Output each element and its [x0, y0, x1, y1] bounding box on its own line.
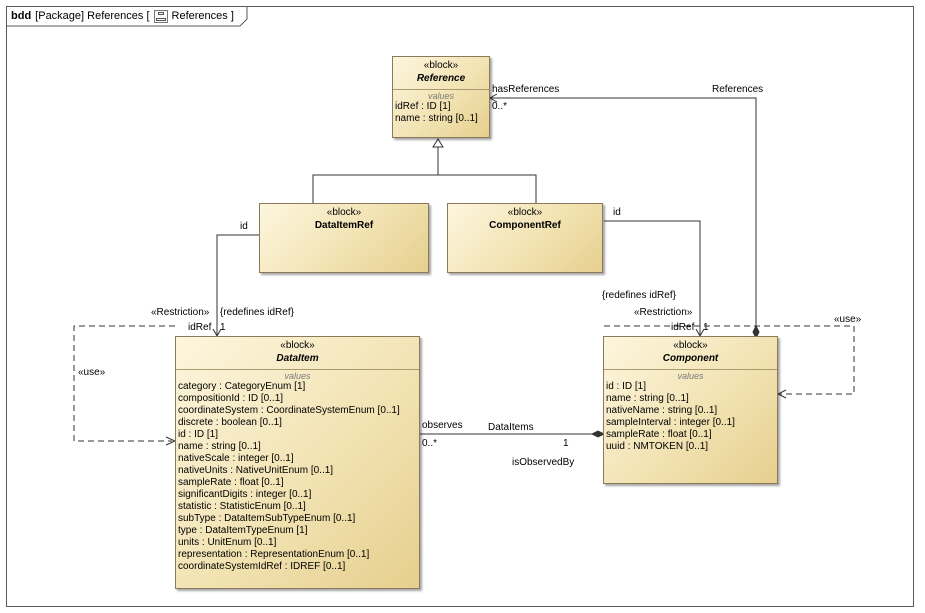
property[interactable]: sampleInterval : integer [0..1] — [606, 417, 735, 428]
property[interactable]: nativeName : string [0..1] — [606, 405, 718, 416]
property[interactable]: representation : RepresentationEnum [0..… — [178, 549, 370, 560]
block-name: ComponentRef — [489, 220, 561, 231]
block-name: Component — [662, 353, 719, 364]
property[interactable]: nativeUnits : NativeUnitEnum [0..1] — [178, 465, 334, 476]
property[interactable]: id : ID [1] — [606, 381, 647, 392]
property[interactable]: uuid : NMTOKEN [0..1] — [606, 441, 709, 452]
label-redefines-left: {redefines idRef} — [220, 307, 294, 318]
block-stereotype: «block» — [326, 207, 362, 218]
label-multiplicity-one-right: 1 — [703, 322, 709, 333]
block-dataitem[interactable]: «block» DataItem values category : Categ… — [175, 336, 420, 589]
property[interactable]: statistic : StatisticEnum [0..1] — [178, 501, 306, 512]
compartment-title: values — [284, 371, 311, 381]
property[interactable]: name : string [0..1] — [395, 113, 478, 124]
property[interactable]: sampleRate : float [0..1] — [178, 477, 284, 488]
diagram-frame-tab: bdd [Package] References [ References ] — [6, 6, 244, 26]
property[interactable]: coordinateSystemIdRef : IDREF [0..1] — [178, 561, 346, 572]
label-restriction-left: «Restriction» — [151, 307, 210, 318]
property[interactable]: category : CategoryEnum [1] — [178, 381, 306, 392]
block-stereotype: «block» — [507, 207, 543, 218]
dataitems-composition — [420, 430, 606, 438]
label-observes: observes — [422, 420, 463, 431]
property[interactable]: coordinateSystem : CoordinateSystemEnum … — [178, 405, 400, 416]
values-compartment: values category : CategoryEnum [1] compo… — [176, 369, 419, 573]
label-is-observed-by: isObservedBy — [512, 457, 575, 468]
diagram-kind: bdd — [11, 10, 32, 22]
diagram-label-name: References — [171, 10, 228, 22]
block-name: DataItemRef — [314, 220, 374, 231]
use-dependency-right — [604, 325, 855, 395]
property[interactable]: compositionId : ID [0..1] — [178, 393, 284, 404]
values-compartment: values id : ID [1] name : string [0..1] … — [604, 369, 777, 453]
composition-diamond-dataitems — [590, 430, 606, 438]
block-component[interactable]: «block» Component values id : ID [1] nam… — [603, 336, 778, 484]
frame-tab-outline — [6, 6, 248, 27]
label-dataitems: DataItems — [488, 422, 534, 433]
label-multiplicity-one-mid: 1 — [563, 438, 569, 449]
label-multiplicity-observes: 0..* — [422, 438, 438, 449]
block-stereotype: «block» — [280, 340, 315, 351]
property[interactable]: sampleRate : float [0..1] — [606, 429, 712, 440]
use-arrow-right — [776, 389, 787, 399]
label-id-dataitemref: id — [240, 221, 248, 232]
property[interactable]: nativeScale : integer [0..1] — [178, 453, 294, 464]
compartment-title: values — [427, 91, 454, 101]
property[interactable]: units : UnitEnum [0..1] — [178, 537, 277, 548]
generalization-lines — [312, 138, 537, 203]
property[interactable]: name : string [0..1] — [606, 393, 689, 404]
label-multiplicity-one-left: 1 — [220, 322, 226, 333]
generalization-arrow — [432, 138, 444, 148]
componentref-id-association — [604, 220, 705, 338]
label-redefines-right: {redefines idRef} — [602, 290, 676, 301]
label-idref-right: idRef — [671, 322, 695, 333]
diagram-label-prefix: [Package] References [ — [35, 10, 150, 22]
package-diagram-icon — [153, 9, 168, 23]
property[interactable]: subType : DataItemSubTypeEnum [0..1] — [178, 513, 356, 524]
property[interactable]: significantDigits : integer [0..1] — [178, 489, 312, 500]
property[interactable]: id : ID [1] — [178, 429, 219, 440]
property[interactable]: type : DataItemTypeEnum [1] — [178, 525, 308, 536]
label-idref-left: idRef — [188, 322, 212, 333]
label-id-componentref: id — [613, 207, 621, 218]
block-name: Reference — [416, 73, 466, 84]
diagram-frame — [6, 6, 914, 607]
block-reference[interactable]: «block» Reference values idRef : ID [1] … — [392, 56, 490, 138]
label-references: References — [712, 84, 764, 95]
diagram-label-suffix: ] — [230, 10, 234, 22]
property[interactable]: discrete : boolean [0..1] — [178, 417, 282, 428]
label-use-left: «use» — [78, 367, 106, 378]
block-stereotype: «block» — [423, 60, 459, 71]
property[interactable]: name : string [0..1] — [178, 441, 261, 452]
label-use-right: «use» — [834, 314, 862, 325]
label-multiplicity-references: 0..* — [492, 101, 508, 112]
block-componentref[interactable]: «block» ComponentRef — [447, 203, 603, 273]
block-dataitemref[interactable]: «block» DataItemRef — [259, 203, 429, 273]
label-has-references: hasReferences — [492, 84, 560, 95]
block-stereotype: «block» — [673, 340, 708, 351]
dataitemref-id-association — [212, 234, 259, 338]
block-name: DataItem — [276, 353, 319, 364]
use-dependency-left — [73, 325, 175, 442]
compartment-title: values — [677, 371, 704, 381]
label-restriction-right: «Restriction» — [634, 307, 693, 318]
values-compartment: values idRef : ID [1] name : string [0..… — [393, 89, 489, 125]
property[interactable]: idRef : ID [1] — [395, 101, 451, 112]
